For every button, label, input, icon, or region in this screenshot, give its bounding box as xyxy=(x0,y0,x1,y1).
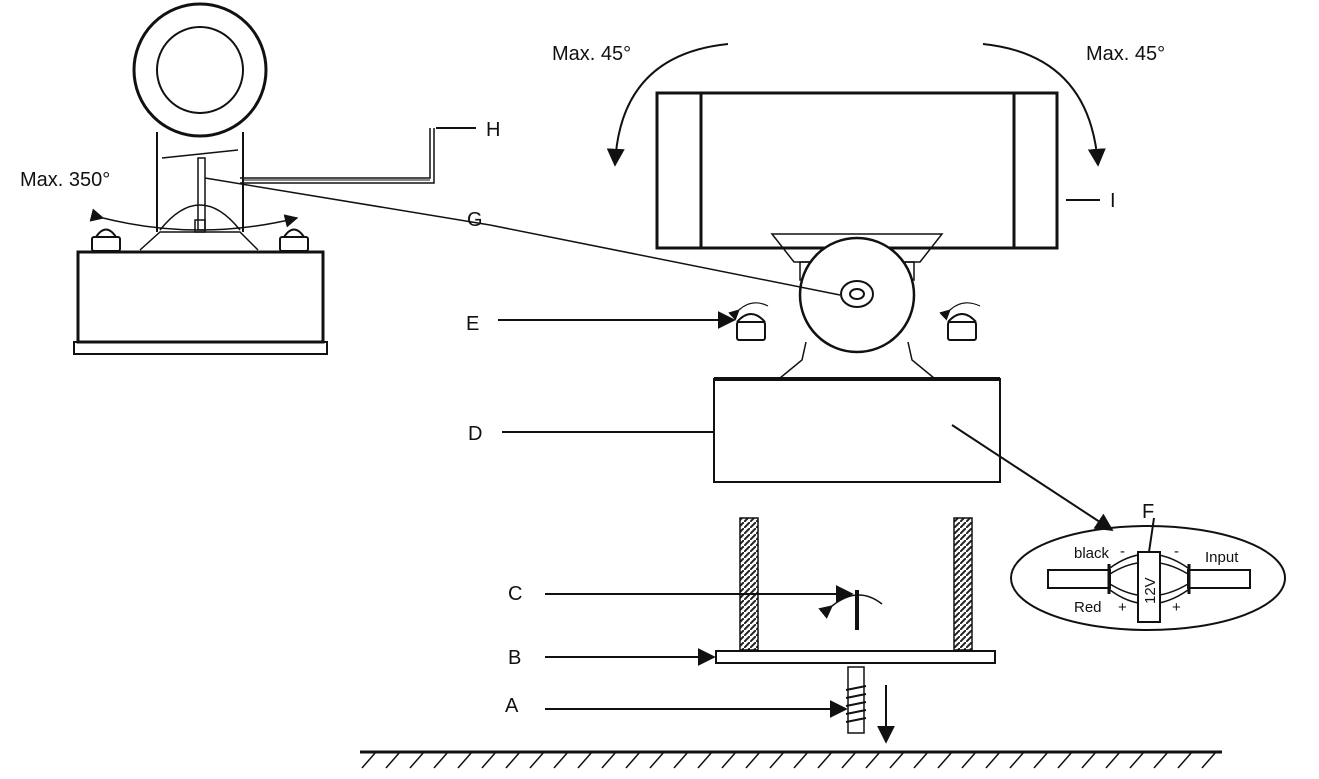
leader-lines xyxy=(204,127,1114,718)
tilt-knob-left xyxy=(728,302,769,341)
label-max-rotate: Max. 350° xyxy=(20,169,110,191)
camera-housing xyxy=(655,91,1059,250)
tilt-arrow-left xyxy=(606,43,729,167)
label-g: G xyxy=(467,209,483,231)
front-view xyxy=(360,43,1222,769)
side-base-box xyxy=(76,250,325,344)
label-c: C xyxy=(508,583,522,605)
side-view xyxy=(73,2,435,355)
fuse-voltage-label: 12V xyxy=(1142,577,1159,604)
wire-plus-right: + xyxy=(1172,599,1181,616)
rotation-arc xyxy=(89,208,299,231)
label-max-tilt-right: Max. 45° xyxy=(1086,43,1165,65)
label-i: I xyxy=(1110,190,1116,212)
wiring-detail xyxy=(1010,517,1286,631)
label-a: A xyxy=(505,695,519,717)
tilt-arrow-right xyxy=(982,43,1106,167)
lens-ring-inner xyxy=(156,26,244,114)
wire-left xyxy=(1047,569,1111,589)
mounting-plate xyxy=(715,650,996,664)
wire-label-black: black xyxy=(1074,545,1110,562)
wire-label-red: Red xyxy=(1074,599,1102,616)
threaded-rod-left xyxy=(739,517,759,651)
tilt-hub xyxy=(798,236,916,354)
set-screw-slot xyxy=(197,157,206,231)
base-box xyxy=(713,378,1001,483)
label-f: F xyxy=(1142,501,1154,523)
right-nut xyxy=(279,228,309,252)
hex-key xyxy=(240,128,431,179)
label-d: D xyxy=(468,423,482,445)
wiring-ellipse xyxy=(1010,525,1286,631)
label-h: H xyxy=(486,119,500,141)
side-base-plate xyxy=(73,341,328,355)
label-e: E xyxy=(466,313,479,335)
label-b: B xyxy=(508,647,521,669)
tilt-knob-right xyxy=(939,302,981,341)
threaded-rod-right xyxy=(953,517,973,651)
wire-minus-right: - xyxy=(1174,543,1179,560)
hub-bolt xyxy=(840,280,874,308)
lens-ring-outer xyxy=(132,2,268,138)
screw xyxy=(818,590,883,630)
left-nut xyxy=(91,228,121,252)
wall-anchor xyxy=(845,666,895,744)
wire-plus-left: + xyxy=(1118,599,1127,616)
label-max-tilt-left: Max. 45° xyxy=(552,43,631,65)
wire-right xyxy=(1187,569,1251,589)
text-labels: Max. 45° Max. 45° Max. 350° H I G E D F … xyxy=(20,43,1239,717)
wire-minus-left: - xyxy=(1120,543,1125,560)
wire-label-input: Input xyxy=(1205,549,1239,566)
